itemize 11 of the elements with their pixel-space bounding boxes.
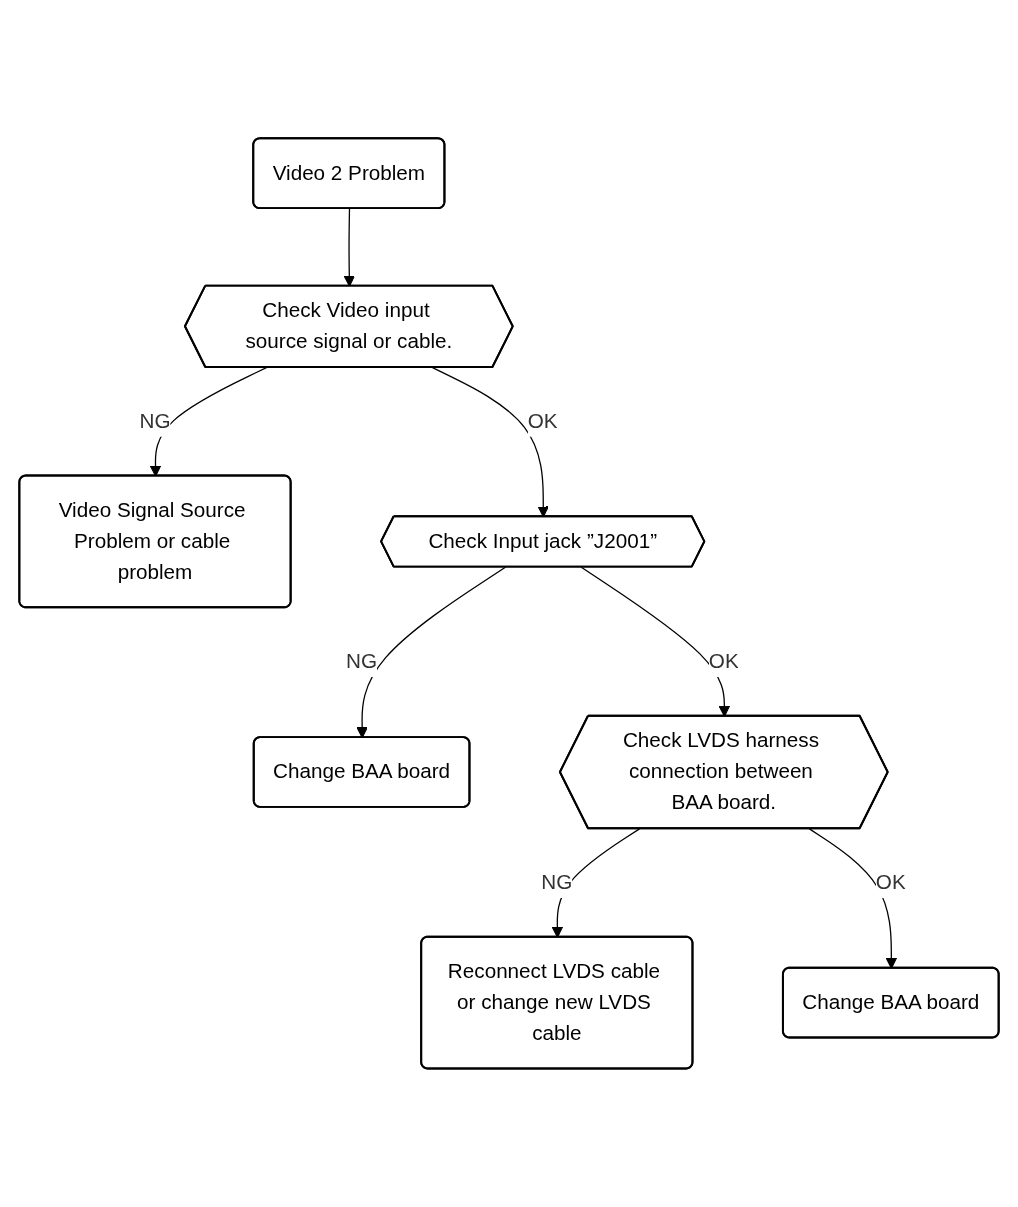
arrow [808, 828, 898, 969]
edge-label: OK [708, 650, 739, 672]
arrow [343, 208, 355, 287]
edge-label: OK [527, 409, 558, 432]
edge-label: OK [875, 870, 906, 893]
arrow [431, 367, 549, 518]
arrow [356, 566, 507, 739]
arrow [149, 367, 268, 477]
edge-label: NG [139, 409, 171, 432]
edge-label: NG [346, 650, 378, 672]
edge-label: NG [541, 870, 573, 893]
